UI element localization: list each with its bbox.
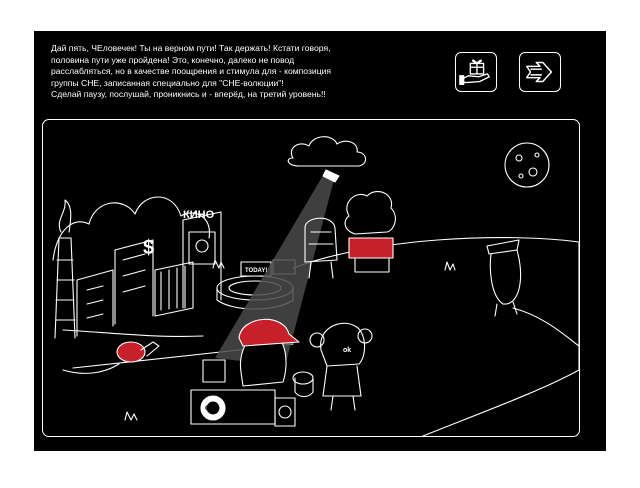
- officer-character: [486, 239, 522, 317]
- dj-setup: [190, 318, 314, 427]
- scene-frame: КИНО TODAY! $ ok СНЕ: [42, 119, 580, 437]
- gift-button[interactable]: [455, 52, 497, 92]
- message-line: расслабляться, но в качестве поощрения и…: [51, 66, 332, 77]
- robot-character: [304, 217, 338, 279]
- cinema-building: [182, 211, 222, 309]
- double-arrow-icon: [525, 61, 553, 83]
- trees: [52, 196, 210, 261]
- next-level-button[interactable]: [519, 52, 561, 92]
- cloud: [287, 136, 367, 167]
- desk-logo: СНЕ: [205, 406, 218, 412]
- meat-grinder: [62, 341, 160, 374]
- bank-dollar-sign: $: [143, 237, 154, 259]
- star-shirt-character: [344, 191, 396, 273]
- grass-tuft: [124, 411, 138, 421]
- gift-hand-icon: [459, 59, 490, 86]
- billboard-text: TODAY!: [245, 268, 267, 274]
- message-line: половина пути уже пройдена! Это, конечно…: [51, 54, 295, 65]
- grass-tuft: [444, 261, 456, 271]
- cinema-sign: КИНО: [183, 209, 215, 221]
- badge-text: ok: [343, 347, 351, 354]
- pigtails-character: [309, 322, 373, 411]
- message-line: Сделай паузу, послушай, проникнись и - в…: [51, 89, 326, 100]
- grass-tuft: [212, 259, 225, 269]
- message-line: группы СНЕ, записанная специально для "С…: [51, 77, 284, 88]
- game-stage: Дай пять, ЧЕловечек! Ты на верном пути! …: [34, 31, 606, 451]
- hill: [292, 236, 579, 436]
- hill-path: [512, 307, 579, 347]
- city-buildings: [76, 239, 194, 337]
- ground-line: [62, 329, 204, 337]
- level-scene: КИНО TODAY! $ ok СНЕ: [52, 136, 579, 436]
- message-line: Дай пять, ЧЕловечек! Ты на верном пути! …: [51, 43, 331, 53]
- factory-chimney: [54, 199, 76, 339]
- spotlight-beam: [215, 172, 335, 366]
- level-message: Дай пять, ЧЕловечек! Ты на верном пути! …: [51, 43, 381, 101]
- moon: [504, 142, 550, 188]
